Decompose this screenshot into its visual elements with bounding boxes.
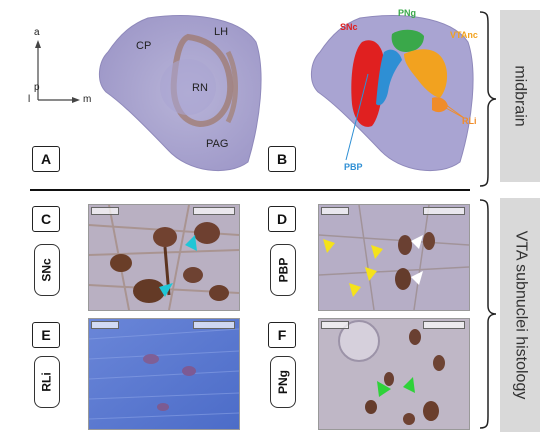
label-png: PNg — [398, 8, 416, 18]
scale-info-e — [193, 321, 235, 329]
region-png — [391, 29, 424, 52]
compass-arrows-icon — [35, 40, 80, 103]
scale-bar-c — [91, 207, 119, 215]
neuron-d3 — [423, 232, 435, 250]
region-label-rli: RLi — [34, 356, 60, 408]
region-label-snc: SNc — [34, 244, 60, 296]
compass-lateral: l — [28, 94, 31, 105]
histology-side-label: VTA subnuclei histology — [500, 198, 540, 432]
scale-bar-e — [91, 321, 119, 329]
orientation-compass: a p l m — [28, 27, 92, 110]
arrow-d3-icon — [365, 267, 377, 281]
neuron-c3 — [194, 222, 220, 244]
label-rn: RN — [192, 82, 208, 94]
neuron-c6 — [209, 285, 229, 301]
compass-medial: m — [83, 94, 92, 105]
label-vtanc: VTAnc — [450, 30, 478, 40]
micrograph-pbp — [318, 204, 470, 311]
compass-posterior: p — [34, 82, 40, 93]
bracket-histology-icon — [479, 199, 497, 429]
label-pag: PAG — [206, 138, 229, 150]
panel-label-b: B — [268, 146, 296, 172]
region-vtanc — [404, 49, 448, 98]
midbrain-section-b: SNc PNg VTAnc PBP RLi — [300, 8, 480, 177]
label-cp: CP — [136, 40, 152, 52]
arrow-d2-icon — [371, 245, 383, 259]
arrow-f2-icon — [403, 377, 415, 393]
scale-bar-f — [321, 321, 349, 329]
neuron-f4 — [365, 400, 377, 414]
panel-label-a: A — [32, 146, 60, 172]
bracket-midbrain-icon — [479, 11, 497, 187]
arrow-c1-icon — [185, 235, 197, 251]
micrograph-rli — [88, 318, 240, 430]
midbrain-section-a: CP LH RN PAG — [88, 12, 268, 177]
scale-info-f — [423, 321, 465, 329]
panel-label-f: F — [268, 322, 296, 348]
region-label-pbp: PBP — [270, 244, 296, 296]
scale-bar-d — [321, 207, 349, 215]
scale-info-c — [193, 207, 235, 215]
panel-label-e: E — [32, 322, 60, 348]
neuron-c1 — [110, 254, 132, 272]
scale-info-d — [423, 207, 465, 215]
region-rli — [432, 97, 448, 113]
neuron-f6 — [403, 413, 415, 425]
arrow-d4-icon — [349, 283, 361, 297]
arrow-f1-icon — [377, 381, 391, 397]
midbrain-side-label: midbrain — [500, 10, 540, 182]
arrow-d1-icon — [323, 239, 335, 253]
neuron-d2 — [395, 268, 411, 290]
micrograph-snc — [88, 204, 240, 311]
cell-e2 — [182, 366, 196, 376]
compass-anterior: a — [34, 27, 40, 38]
cell-e3 — [157, 403, 169, 411]
neuron-c2 — [153, 227, 177, 247]
neuron-f5 — [423, 401, 439, 421]
panel-label-c: C — [32, 206, 60, 232]
label-rli: RLi — [462, 116, 477, 126]
micrograph-png — [318, 318, 470, 430]
section-divider — [30, 189, 470, 191]
label-snc: SNc — [340, 22, 358, 32]
neuron-f2 — [433, 355, 445, 371]
arrow-c2-icon — [159, 283, 173, 297]
arrow-d6-icon — [411, 271, 423, 285]
region-label-png: PNg — [270, 356, 296, 408]
label-lh: LH — [214, 26, 229, 38]
neuron-c5 — [183, 267, 203, 283]
neuron-d1 — [398, 235, 412, 255]
neuron-f1 — [409, 329, 421, 345]
cell-e1 — [143, 354, 159, 364]
neuron-f3 — [384, 372, 394, 386]
arrow-d5-icon — [411, 235, 423, 249]
label-pbp: PBP — [344, 162, 363, 172]
neuron-c4 — [133, 279, 165, 303]
region-snc — [351, 40, 384, 127]
panel-label-d: D — [268, 206, 296, 232]
region-pbp — [376, 49, 402, 106]
